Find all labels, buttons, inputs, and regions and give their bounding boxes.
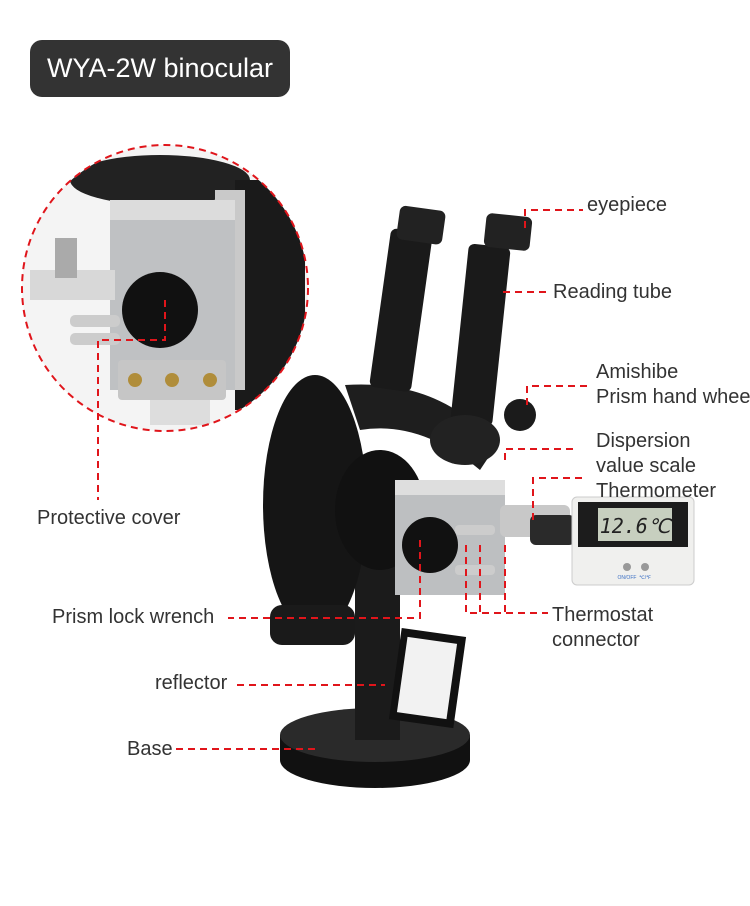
digital-thermometer: 12.6℃ ON/OFF ℃/℉ xyxy=(530,496,695,586)
label-dispersion: Dispersion xyxy=(596,430,691,452)
zoom-inset xyxy=(21,144,309,432)
eyepiece-tubes xyxy=(369,205,536,465)
label-prism-lock-wrench: Prism lock wrench xyxy=(52,606,215,628)
prism-lock-wrench xyxy=(270,605,355,645)
dial-disc xyxy=(263,375,367,635)
on-off-button-label: ON/OFF xyxy=(618,575,637,581)
thermometer-reading: 12.6℃ xyxy=(600,514,673,538)
label-base: Base xyxy=(127,738,173,760)
model-title: WYA-2W binocular xyxy=(30,40,290,97)
label-thermostat: Thermostat xyxy=(552,604,654,626)
label-reading-tube: Reading tube xyxy=(553,281,672,303)
label-prism-hand-wheel: Prism hand wheel xyxy=(596,386,750,408)
label-protective-cover: Protective cover xyxy=(37,507,181,529)
label-thermometer: Thermometer xyxy=(596,480,717,502)
label-value-scale: value scale xyxy=(596,455,697,477)
label-eyepiece: eyepiece xyxy=(587,194,668,216)
label-connector: connector xyxy=(552,629,640,651)
label-amishibe: Amishibe xyxy=(596,361,679,383)
label-reflector: reflector xyxy=(155,672,228,694)
leader-lines xyxy=(97,209,590,750)
reflector-mirror xyxy=(388,627,467,729)
unit-button-label: ℃/℉ xyxy=(639,575,651,581)
prism-box xyxy=(395,480,570,595)
